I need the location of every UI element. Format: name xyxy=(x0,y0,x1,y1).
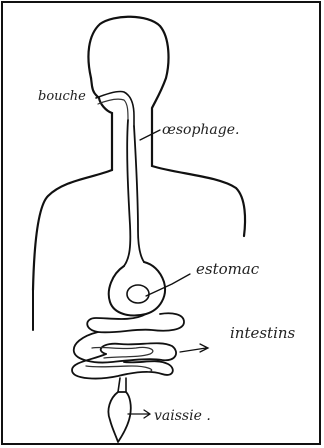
label-intestins: intestins xyxy=(230,324,296,342)
urethra-tube xyxy=(118,378,126,392)
face-outline xyxy=(91,78,112,170)
oesophagus-left xyxy=(124,120,130,266)
bladder xyxy=(108,392,130,442)
oesophagus-right xyxy=(134,126,144,262)
stomach-inner xyxy=(127,285,149,303)
right-shoulder-outline xyxy=(152,136,245,236)
label-vessie: vaissie . xyxy=(154,408,211,424)
pointer-oesophage xyxy=(140,130,160,140)
label-bouche: bouche xyxy=(38,89,86,104)
pointer-estomac xyxy=(146,274,190,296)
label-oesophage: œsophage. xyxy=(162,122,239,138)
left-shoulder-outline xyxy=(33,170,112,290)
stomach xyxy=(109,262,165,316)
intestine-coil-inner-2 xyxy=(86,366,152,372)
label-estomac: estomac xyxy=(196,260,260,278)
small-intestine-middle xyxy=(74,332,176,363)
pointer-intestins xyxy=(180,344,208,352)
